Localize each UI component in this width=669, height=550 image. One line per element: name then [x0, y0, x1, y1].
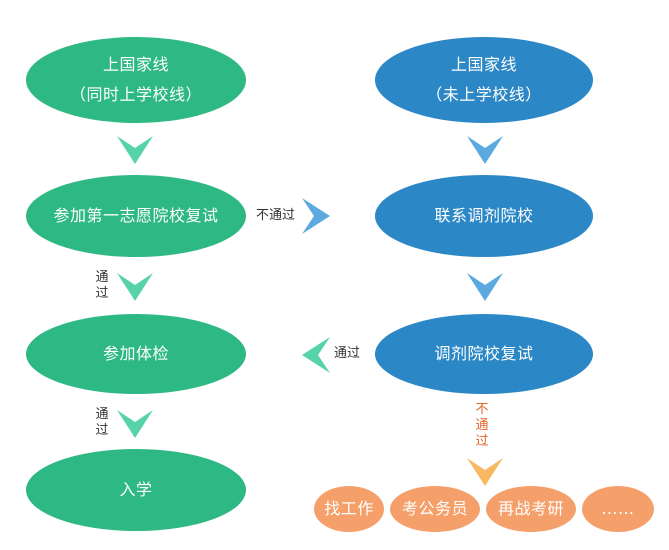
node-text-line2: （同时上学校线） [69, 85, 202, 104]
outcome-ellipsis: …… [582, 486, 654, 532]
outcome-text: 再战考研 [497, 499, 564, 518]
label-pass-1: 通过 [95, 270, 109, 301]
label-fail-2: 不通过 [475, 402, 489, 449]
outcome-civil-service: 考公务员 [390, 486, 480, 532]
outcome-find-job: 找工作 [314, 486, 384, 532]
node-physical-exam: 参加体检 [26, 314, 246, 394]
node-text: 联系调剂院校 [434, 206, 534, 225]
node-national-line-with-school-line: 上国家线 （同时上学校线） [26, 37, 246, 123]
node-text: 参加体检 [102, 344, 169, 363]
label-fail-1: 不通过 [256, 208, 296, 223]
label-pass-3: 通过 [334, 346, 361, 361]
arrow-down-icon [117, 273, 153, 301]
node-enroll: 入学 [26, 449, 246, 531]
arrow-down-icon [117, 410, 153, 438]
arrow-down-icon [467, 273, 503, 301]
outcome-retry-exam: 再战考研 [486, 486, 576, 532]
node-text: 入学 [119, 480, 153, 499]
outcome-text: 考公务员 [401, 499, 468, 518]
node-text-line2: （未上学校线） [426, 85, 542, 104]
outcome-text: 找工作 [324, 499, 374, 518]
arrow-left-icon [302, 337, 330, 373]
node-text-line1: 上国家线 [102, 55, 169, 74]
node-contact-adjust-school: 联系调剂院校 [375, 175, 593, 257]
node-text-line1: 上国家线 [450, 55, 517, 74]
node-text: 调剂院校复试 [434, 344, 534, 363]
arrow-down-icon [467, 136, 503, 164]
label-pass-2: 通过 [95, 407, 109, 438]
node-national-line-without-school-line: 上国家线 （未上学校线） [375, 37, 593, 123]
outcome-text: …… [601, 499, 635, 518]
node-text: 参加第一志愿院校复试 [53, 206, 219, 225]
arrow-down-icon [467, 458, 503, 486]
arrow-down-icon [117, 136, 153, 164]
node-first-choice-retest: 参加第一志愿院校复试 [26, 175, 246, 257]
arrow-right-icon [302, 198, 330, 234]
node-adjust-school-retest: 调剂院校复试 [375, 314, 593, 394]
